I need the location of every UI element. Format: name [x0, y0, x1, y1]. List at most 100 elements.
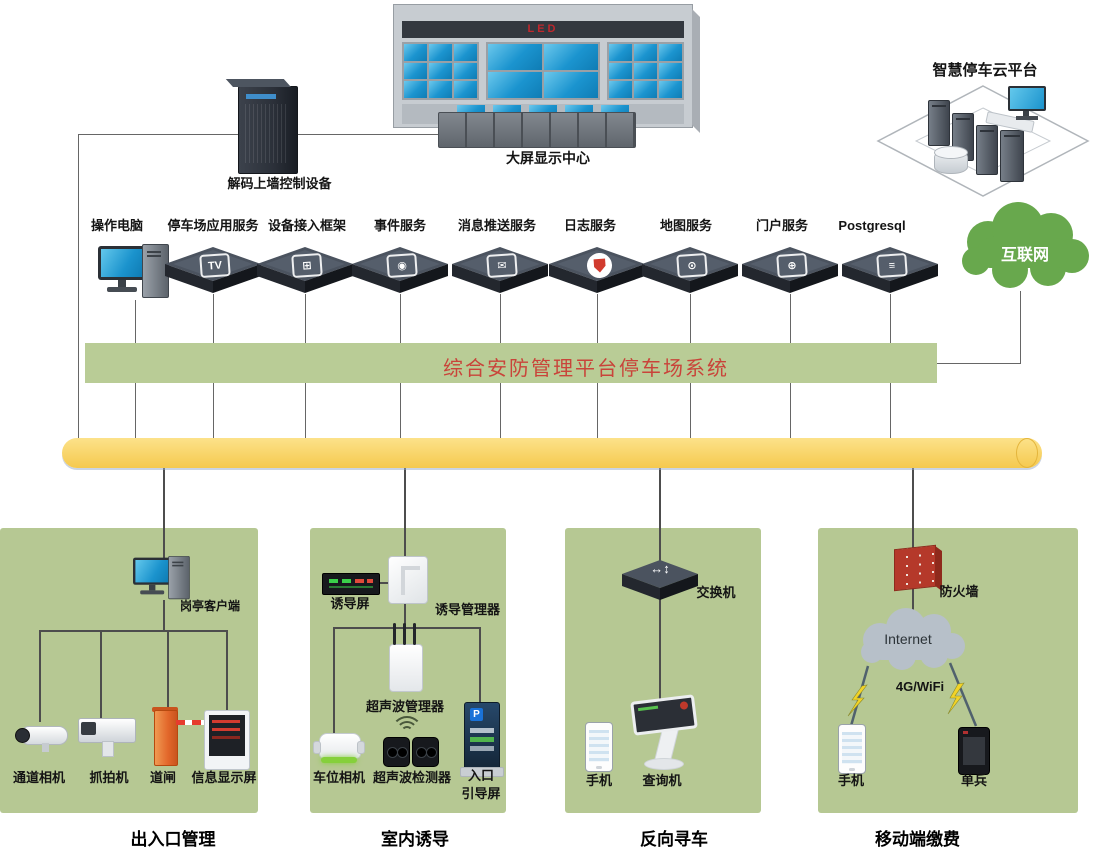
- guidance-screen-icon: [322, 573, 380, 595]
- decoder-label: 解码上墙控制设备: [227, 176, 332, 191]
- info-display-icon: [204, 710, 250, 770]
- server-map: ⊙: [642, 247, 738, 293]
- network-bus-bar: [62, 438, 1042, 468]
- connector: [500, 294, 501, 343]
- guidance-manager-label: 诱导管理器: [434, 602, 500, 617]
- server-event: ◉: [352, 247, 448, 293]
- connector: [890, 383, 891, 438]
- platform-banner: 综合安防管理平台停车场系统: [85, 343, 937, 383]
- server-postgresql: ≡: [842, 247, 938, 293]
- connector: [790, 383, 791, 438]
- connector: [226, 630, 228, 711]
- tv-icon: TV: [199, 252, 231, 279]
- server-portal: ⊕: [742, 247, 838, 293]
- event-wheel-icon: ◉: [386, 252, 418, 279]
- server-message-push: ✉: [452, 247, 548, 293]
- device-label: 手机: [837, 773, 864, 788]
- device-label: 通道相机: [12, 770, 65, 785]
- service-label: 事件服务: [373, 218, 426, 233]
- connector: [912, 468, 914, 548]
- phone-icon: [838, 724, 866, 774]
- portal-globe-icon: ⊕: [776, 252, 808, 279]
- connector: [39, 630, 228, 632]
- section-title: 移动端缴费: [875, 830, 960, 849]
- service-label: 消息推送服务: [457, 218, 536, 233]
- led-strip: LED: [402, 21, 684, 38]
- entrance-guide-pillar-icon: P: [460, 702, 504, 777]
- message-icon: ✉: [486, 252, 518, 279]
- switch-label: 交换机: [696, 585, 736, 600]
- connector: [790, 294, 791, 343]
- connector: [400, 383, 401, 438]
- p-parking-icon: P: [470, 708, 483, 721]
- connector: [100, 630, 102, 718]
- wifi-label: 4G/WiFi: [895, 679, 945, 694]
- service-label: 停车场应用服务: [167, 218, 259, 233]
- guidance-manager-icon: [388, 556, 428, 604]
- connector: [404, 602, 406, 628]
- framework-icon: ⊞: [291, 252, 323, 279]
- connector: [213, 383, 214, 438]
- connector: [597, 383, 598, 438]
- device-label: 车位相机: [312, 770, 365, 785]
- connector: [305, 294, 306, 343]
- barrier-gate-icon: [150, 707, 246, 768]
- video-wall: LED: [393, 4, 693, 128]
- server-log: [549, 247, 645, 293]
- lightning-icon: [847, 684, 868, 717]
- connector: [213, 294, 214, 343]
- service-label: Postgresql: [838, 218, 906, 233]
- connector: [479, 627, 481, 704]
- internet-label: Internet: [884, 631, 932, 647]
- connector: [659, 598, 661, 700]
- ultrasonic-manager-label: 超声波管理器: [365, 699, 444, 714]
- query-kiosk-icon: [630, 694, 698, 772]
- device-label: 手机: [585, 773, 612, 788]
- connector: [333, 627, 335, 734]
- connector: [163, 600, 165, 631]
- operator-pc-icon: [98, 244, 178, 302]
- server-device-access: ⊞: [257, 247, 353, 293]
- device-label: 抓拍机: [89, 770, 129, 785]
- service-label: 设备接入框架: [267, 218, 346, 233]
- lane-camera-icon: [12, 722, 70, 756]
- internet-gray-cloud: Internet: [861, 608, 965, 670]
- cloud-platform-label: 智慧停车云平台: [932, 62, 1038, 79]
- capture-camera-icon: [76, 716, 138, 758]
- connector: [78, 134, 79, 438]
- section-title: 室内诱导: [381, 830, 449, 849]
- video-wall-label: 大屏显示中心: [506, 150, 590, 166]
- connector: [163, 468, 165, 558]
- firewall-label: 防火墙: [939, 584, 979, 599]
- connector: [937, 363, 1021, 364]
- phone-icon: [585, 722, 613, 772]
- wifi-wave-icon: [396, 721, 418, 743]
- internet-cloud: 互联网: [962, 202, 1089, 288]
- wireless-links: [847, 662, 978, 727]
- guidance-screen-label: 诱导屏: [330, 596, 370, 611]
- device-label: 道闸: [149, 770, 176, 785]
- connector: [690, 294, 691, 343]
- connector: [39, 630, 41, 722]
- wifi-wave-icon: [391, 716, 423, 748]
- connector: [1020, 291, 1021, 364]
- connector: [135, 300, 136, 343]
- connector: [135, 383, 136, 438]
- cloud-server-icon: [976, 125, 998, 175]
- booth-client-label: 岗亭客户端: [179, 599, 240, 613]
- cloud-server-icon: [1000, 130, 1024, 182]
- service-label: 日志服务: [563, 218, 616, 233]
- connector: [305, 383, 306, 438]
- pillar-label-line2: 引导屏: [461, 786, 501, 801]
- wifi-wave-icon: [401, 726, 413, 738]
- platform-banner-label: 综合安防管理平台停车场系统: [443, 358, 729, 380]
- connector: [659, 468, 661, 566]
- pillar-label-line1: 入口: [467, 768, 494, 783]
- section-title: 反向寻车: [640, 830, 708, 849]
- server-parking-app: TV: [165, 247, 261, 293]
- connector: [378, 582, 390, 584]
- service-label: 门户服务: [755, 218, 808, 233]
- video-wall-screens: [402, 42, 684, 100]
- device-label: 查询机: [642, 773, 682, 788]
